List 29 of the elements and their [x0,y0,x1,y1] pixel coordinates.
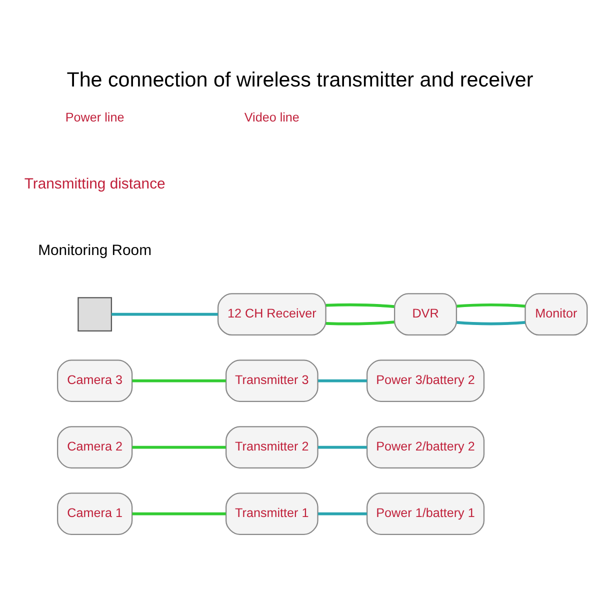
node-box: Power 1/battery 1 [366,492,485,535]
connector [318,512,367,516]
diagram-title: The connection of wireless transmitter and receiver [66,68,534,92]
connector [326,320,394,326]
label: Transmitting distance [24,176,166,193]
node-box: Power 2/battery 2 [366,426,485,468]
node-box: Camera 2 [56,426,133,468]
legend-label: Power line [65,110,124,125]
node-box: Camera 3 [56,360,133,402]
connector [456,303,526,308]
connector [111,312,218,316]
connector [456,321,526,326]
node-box: Power 3/battery 2 [366,360,485,402]
connector [318,446,367,449]
node-box: Transmitter 1 [226,492,318,535]
node-box: Transmitter 2 [226,426,318,468]
connector [132,446,226,449]
node-box [78,297,112,332]
node-box: 12 CH Receiver [217,293,326,336]
connector [318,379,367,382]
connector [132,379,226,382]
node-box: Camera 1 [56,492,133,535]
connector [326,303,394,308]
legend-label: Video line [244,110,300,125]
node-box: DVR [394,293,458,336]
node-box: Monitor [524,293,588,336]
connector [132,512,226,516]
label: Monitoring Room [38,243,152,260]
node-box: Transmitter 3 [226,360,318,402]
